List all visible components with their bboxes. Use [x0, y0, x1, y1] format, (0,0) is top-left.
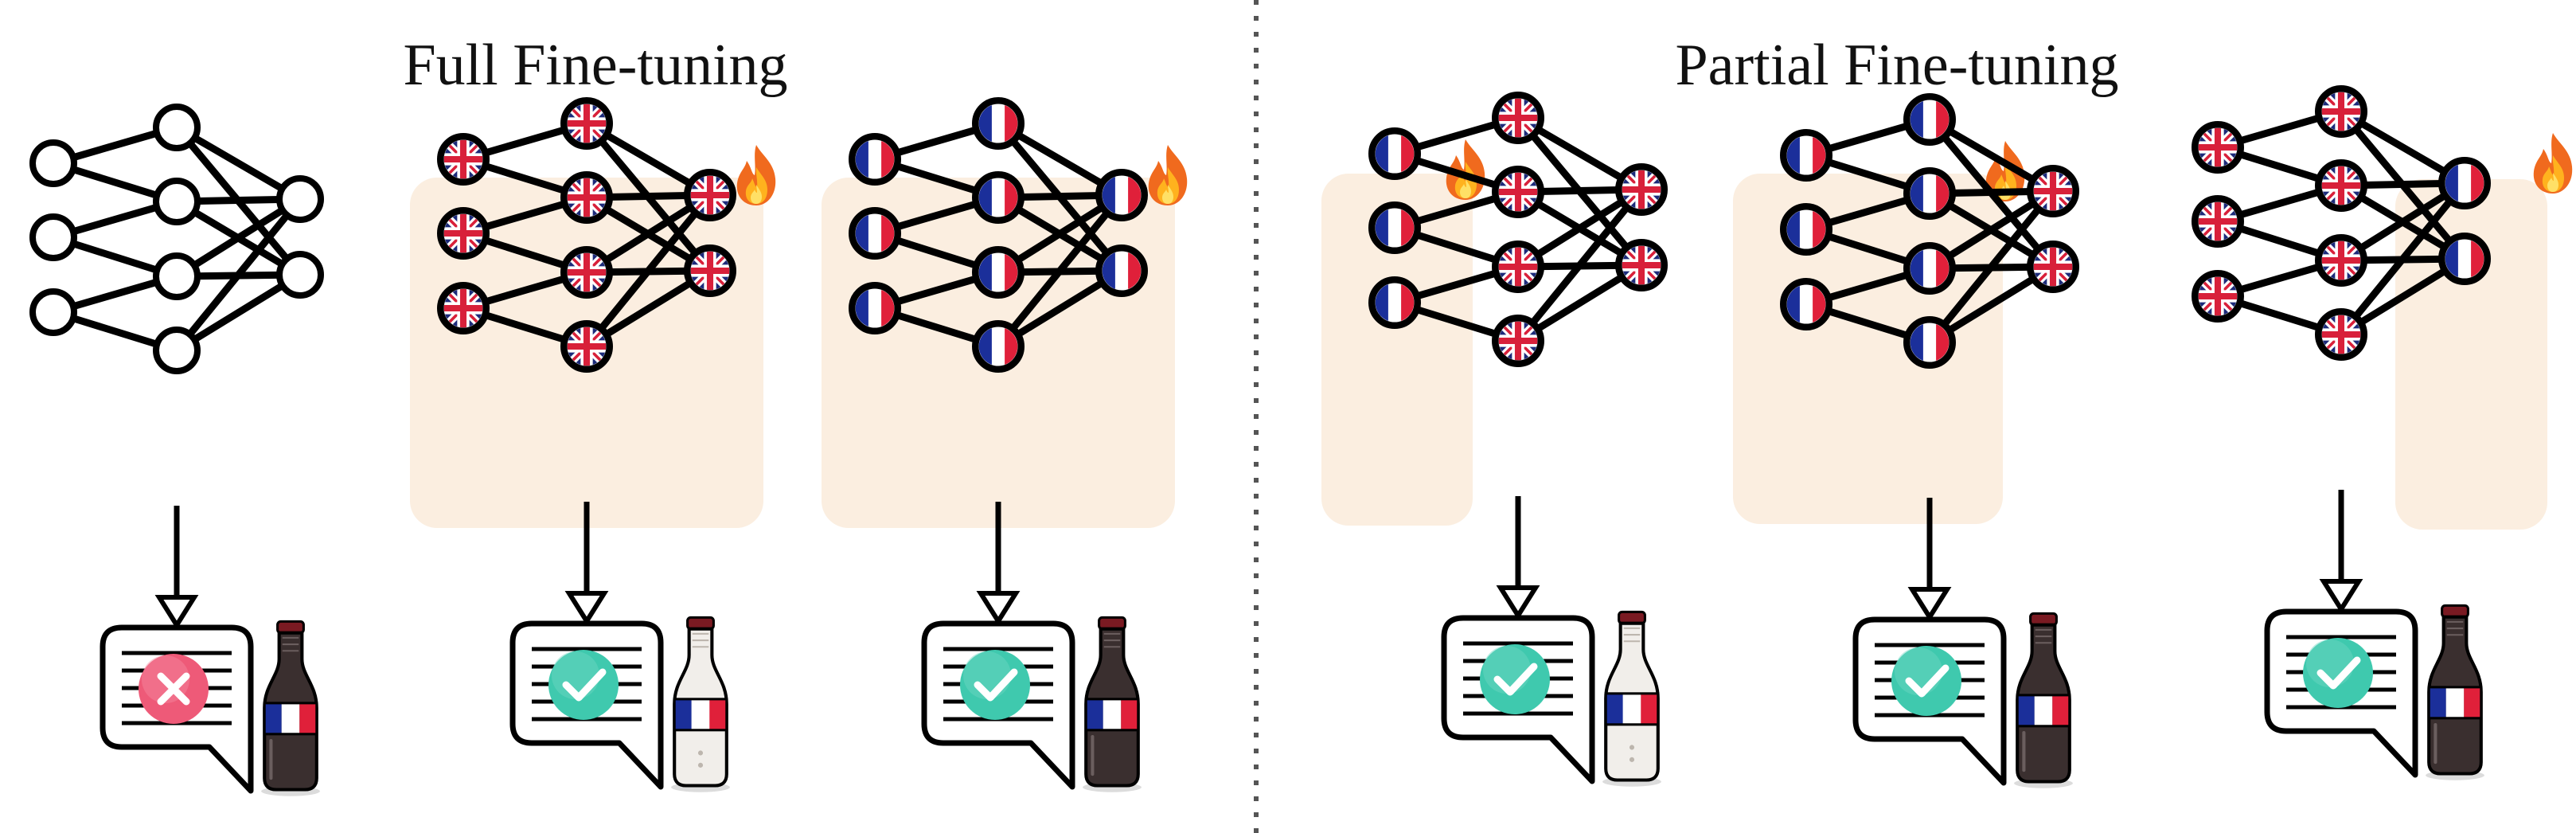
uk-flag-icon	[1492, 92, 1544, 144]
france-flag-icon	[972, 171, 1025, 224]
panel-full-fr	[822, 97, 1188, 792]
arrow-head	[1907, 587, 1952, 622]
france-flag-icon	[1780, 129, 1832, 182]
uk-flag-icon	[437, 282, 490, 334]
uk-flag-icon	[2315, 159, 2367, 212]
network-node	[153, 252, 201, 300]
uk-flag-icon	[684, 244, 736, 297]
checkmark-icon	[548, 650, 619, 720]
france-flag-icon	[1903, 316, 1956, 369]
fire-icon	[1148, 145, 1188, 205]
uk-flag-icon	[2192, 121, 2244, 174]
chat-bubble-icon	[2264, 608, 2418, 778]
arrow-head	[2319, 579, 2363, 614]
network-edges	[52, 123, 303, 354]
france-flag-icon	[1368, 201, 1421, 254]
cola-bottle-icon	[671, 617, 730, 792]
network-node	[153, 327, 201, 374]
network-node	[153, 178, 201, 225]
uk-flag-icon	[684, 169, 736, 221]
trainable-region	[1321, 174, 1473, 526]
france-flag-icon	[972, 246, 1025, 299]
chat-bubble-icon	[1852, 616, 2007, 786]
uk-flag-icon	[560, 171, 613, 224]
trainable-region	[1733, 174, 2003, 524]
cola-bottle-icon	[261, 621, 320, 796]
france-flag-icon	[1095, 169, 1148, 221]
cola-bottle-icon	[2014, 613, 2073, 788]
france-flag-icon	[1780, 203, 1832, 256]
network-node	[29, 288, 77, 336]
france-flag-icon	[2438, 233, 2491, 285]
france-flag-icon	[1095, 244, 1148, 297]
uk-flag-icon	[2192, 195, 2244, 248]
trainable-region	[2395, 179, 2547, 530]
france-flag-icon	[1903, 242, 1956, 295]
title-full-fine-tuning: Full Fine-tuning	[403, 33, 788, 98]
uk-flag-icon	[1615, 163, 1668, 216]
uk-flag-icon	[560, 320, 613, 373]
checkmark-icon	[960, 650, 1030, 720]
arrow-head	[564, 591, 609, 626]
panel-full-en	[410, 97, 776, 792]
arrow-head	[976, 591, 1021, 626]
france-flag-icon	[972, 97, 1025, 150]
france-flag-icon	[972, 320, 1025, 373]
fire-icon	[2533, 133, 2573, 194]
network-node	[29, 213, 77, 261]
fire-icon	[736, 145, 776, 205]
uk-flag-icon	[2315, 308, 2367, 361]
uk-flag-icon	[2027, 241, 2079, 293]
uk-flag-icon	[2315, 234, 2367, 287]
cola-bottle-icon	[1083, 617, 1142, 792]
uk-flag-icon	[2315, 85, 2367, 138]
chat-bubble-icon	[921, 620, 1075, 790]
uk-flag-icon	[2192, 270, 2244, 323]
france-flag-icon	[1780, 278, 1832, 330]
uk-flag-icon	[560, 246, 613, 299]
network-node	[153, 104, 201, 151]
panel-partial-middle	[1733, 93, 2079, 788]
checkmark-icon	[1480, 644, 1550, 714]
france-flag-icon	[1903, 93, 1956, 146]
network-node	[29, 139, 77, 187]
uk-flag-icon	[1492, 166, 1544, 218]
france-flag-icon	[849, 133, 901, 186]
france-flag-icon	[1903, 167, 1956, 220]
france-flag-icon	[1368, 276, 1421, 329]
uk-flag-icon	[2027, 165, 2079, 217]
uk-flag-icon	[1492, 241, 1544, 293]
checkmark-icon	[1891, 646, 1961, 716]
panel-partial-input	[1321, 92, 1668, 787]
network-node	[276, 251, 324, 299]
uk-flag-icon	[1615, 239, 1668, 291]
uk-flag-icon	[437, 133, 490, 186]
cola-bottle-icon	[1602, 612, 1661, 786]
chat-bubble-icon	[1441, 615, 1595, 784]
uk-flag-icon	[560, 97, 613, 150]
uk-flag-icon	[1492, 315, 1544, 367]
arrow-head	[154, 595, 199, 630]
checkmark-icon	[2303, 638, 2373, 708]
arrow-head	[1496, 585, 1540, 620]
network-node	[276, 175, 324, 223]
uk-flag-icon	[437, 207, 490, 260]
cross-icon	[139, 654, 209, 724]
france-flag-icon	[2438, 157, 2491, 209]
chat-bubble-icon	[100, 624, 254, 794]
cola-bottle-icon	[2426, 605, 2484, 780]
panel-base	[29, 104, 324, 796]
panel-partial-output	[2192, 85, 2573, 780]
title-partial-fine-tuning: Partial Fine-tuning	[1675, 33, 2119, 98]
france-flag-icon	[1368, 127, 1421, 180]
chat-bubble-icon	[509, 620, 664, 790]
france-flag-icon	[849, 207, 901, 260]
france-flag-icon	[849, 282, 901, 334]
